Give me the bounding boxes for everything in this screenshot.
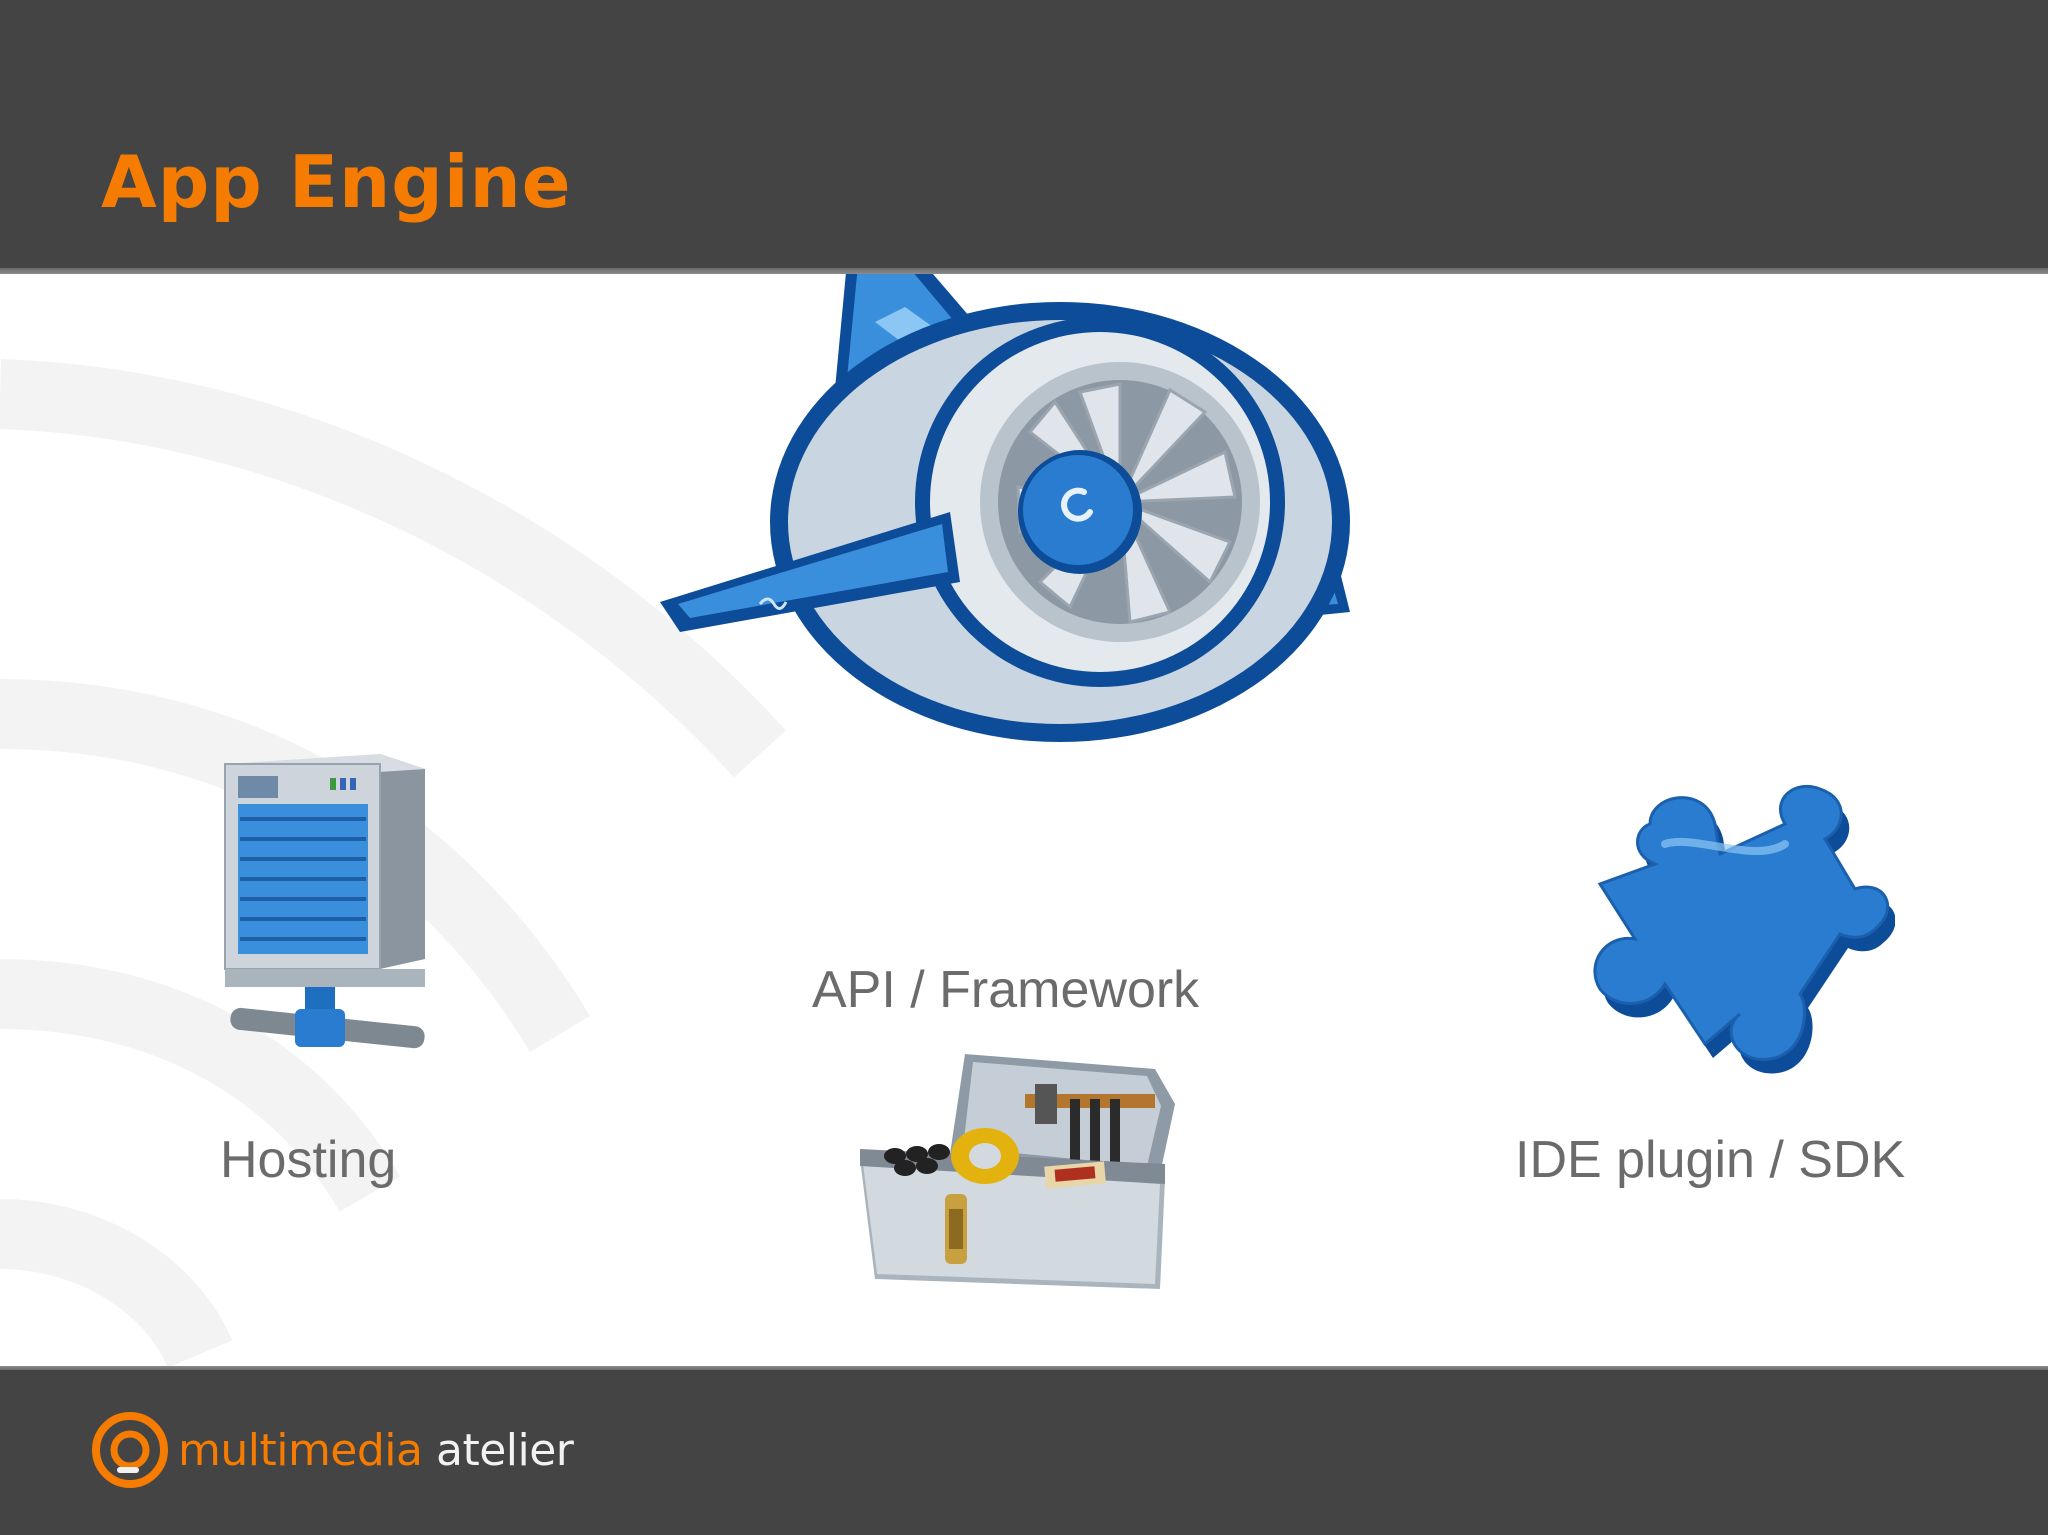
footer-bar — [0, 1370, 2048, 1535]
multimedia-atelier-logo: multimedia atelier — [90, 1410, 574, 1490]
hosting-label: Hosting — [220, 1131, 397, 1189]
app-engine-logo-icon — [660, 274, 1350, 742]
puzzle-piece-icon — [1593, 784, 1895, 1074]
footer-divider — [0, 1366, 2048, 1372]
ide-plugin-sdk-label: IDE plugin / SDK — [1515, 1131, 1906, 1189]
logo-word-multimedia: multimedia — [178, 1424, 423, 1476]
toolbox-icon — [860, 1054, 1175, 1289]
logo-word-atelier: atelier — [436, 1424, 574, 1476]
header-bar — [0, 0, 2048, 270]
atelier-logo-icon — [92, 1412, 168, 1488]
slide-title: App Engine — [101, 140, 572, 224]
header-divider — [0, 268, 2048, 274]
slide-content: Hosting API / Framework IDE plugin / SDK — [0, 274, 2048, 1368]
api-framework-label: API / Framework — [812, 961, 1200, 1019]
server-icon — [224, 754, 425, 1049]
